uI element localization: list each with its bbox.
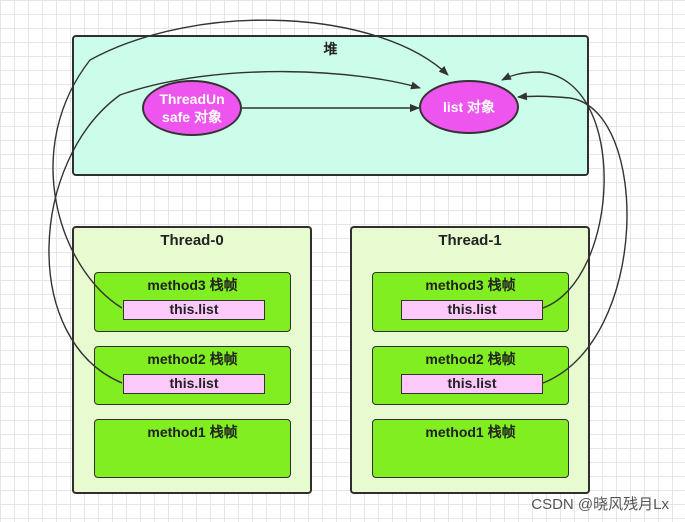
threadunsafe-object-node: ThreadUn safe 对象: [142, 80, 242, 136]
frame-label: method3 栈帧: [425, 277, 516, 293]
t0-method3-to-list-arrow: [52, 19, 449, 309]
thread-0-method1-frame: method1 栈帧: [94, 419, 291, 478]
t0-method2-to-list-arrow: [48, 70, 421, 384]
t1-method3-to-list-arrow: [501, 71, 605, 309]
frame-label: method2 栈帧: [425, 351, 516, 367]
thread-0-method2-frame: method2 栈帧 this.list: [94, 346, 291, 405]
t1-method2-to-list-arrow: [517, 92, 628, 384]
heap-title: 堆: [323, 41, 338, 57]
frame-label: method1 栈帧: [425, 424, 516, 440]
thread-1-method1-frame: method1 栈帧: [372, 419, 569, 478]
thread-1-stack: Thread-1 method3 栈帧 this.list method2 栈帧…: [350, 226, 590, 494]
this-list-reference: this.list: [123, 374, 265, 394]
this-list-reference: this.list: [123, 300, 265, 320]
thread-1-method2-frame: method2 栈帧 this.list: [372, 346, 569, 405]
thread-0-stack: Thread-0 method3 栈帧 this.list method2 栈帧…: [72, 226, 312, 494]
list-object-node: list 对象: [419, 80, 519, 134]
list-object-label: list 对象: [442, 99, 496, 115]
thread-1-title: Thread-1: [438, 232, 502, 249]
frame-label: method2 栈帧: [147, 351, 238, 367]
threadunsafe-object-label: ThreadUn safe 对象: [159, 91, 225, 125]
watermark-text: CSDN @晓风残月Lx: [531, 496, 669, 513]
thread-1-method3-frame: method3 栈帧 this.list: [372, 272, 569, 332]
this-list-reference: this.list: [401, 300, 543, 320]
thread-0-title: Thread-0: [160, 232, 224, 249]
this-list-reference: this.list: [401, 374, 543, 394]
thread-0-method3-frame: method3 栈帧 this.list: [94, 272, 291, 332]
frame-label: method1 栈帧: [147, 424, 238, 440]
frame-label: method3 栈帧: [147, 277, 238, 293]
